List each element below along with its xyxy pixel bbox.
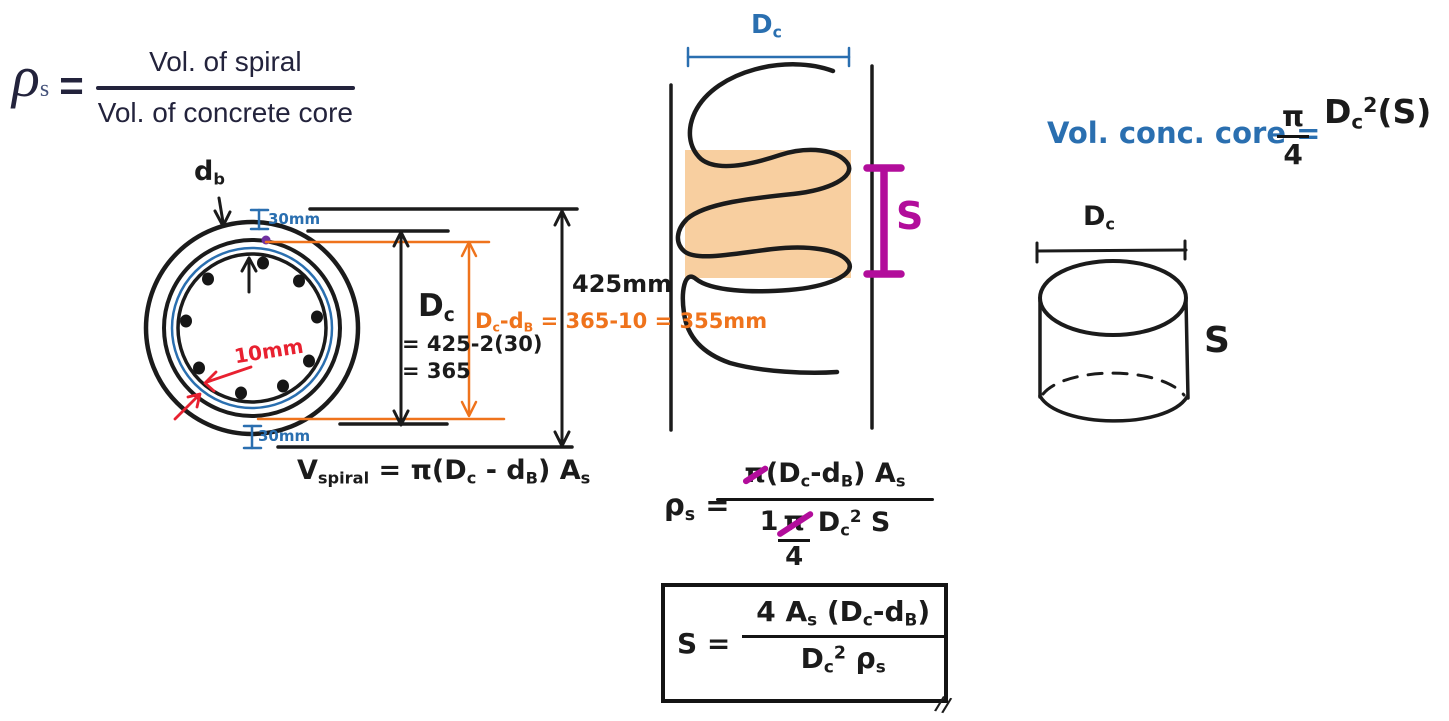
height-dimension-arrow <box>553 209 571 448</box>
printed-rho-formula: ρs = Vol. of spiral Vol. of concrete cor… <box>12 40 355 129</box>
wire-dia-arrows <box>173 365 253 421</box>
cover-bracket-top <box>249 208 270 231</box>
cylinder-bottom-front <box>1038 394 1189 423</box>
rho-eq-fraction: π(Dc-dB) As 1 π 4 Dc2 S <box>716 458 934 572</box>
den-rest: Dc2 S <box>817 506 891 540</box>
db-arrow <box>213 196 232 228</box>
den-pi: π <box>778 506 810 543</box>
dc-minus-db-dimension-arrow <box>460 240 478 418</box>
column-cross-section-drawing <box>143 196 579 450</box>
den-four: 4 <box>785 542 804 573</box>
pitch-bracket-magenta <box>863 164 905 278</box>
rebar-dots <box>180 256 323 400</box>
dc-calc-block: Dc = 425-2(30) = 365 <box>402 288 543 383</box>
fraction-bar <box>95 86 355 90</box>
cylinder-top-ellipse <box>1038 259 1188 337</box>
core-volume-rest: Dc2(S) <box>1324 92 1432 134</box>
spacing-fraction: 4 As (Dc-dB) Dc2 ρs <box>742 595 944 677</box>
vol-of-concrete-core: Vol. of concrete core <box>97 96 353 128</box>
rho-eq-lhs: ρs = <box>664 488 730 525</box>
equals-sign: = <box>59 62 84 109</box>
dc-calc-line1: = 425-2(30) <box>402 332 543 357</box>
dc-dimension-arrow <box>392 230 410 427</box>
spiral-curve <box>675 62 853 375</box>
db-label: db <box>194 156 225 189</box>
core-outer-circle <box>162 238 342 418</box>
core-volume-label: Vol. conc. core = <box>1047 116 1321 150</box>
spiral-ring-blue <box>170 246 334 410</box>
pitch-s-label: S <box>896 194 924 238</box>
rho-symbol: ρs <box>12 44 50 109</box>
spiral-inner-circle <box>176 252 328 404</box>
cylinder-s-label: S <box>1204 320 1230 361</box>
pitch-highlight <box>685 150 851 278</box>
vspiral-equation: Vspiral = π(Dc - dB) As <box>297 455 591 488</box>
spiral-elevation-drawing <box>669 46 905 432</box>
spacing-denominator: Dc2 ρs <box>800 642 886 677</box>
vol-of-spiral: Vol. of spiral <box>149 46 302 77</box>
cover-top-label: 30mm <box>268 210 321 228</box>
four: 4 <box>1283 138 1303 171</box>
cover-bracket-bottom <box>242 424 263 450</box>
printed-fraction: Vol. of spiral Vol. of concrete core <box>95 40 355 129</box>
radius-arrow <box>240 256 258 294</box>
spacing-formula-box: S = 4 As (Dc-dB) Dc2 ρs <box>661 583 948 703</box>
pi-over-four: π 4 <box>1277 100 1310 171</box>
rho-eq-numerator: π(Dc-dB) As <box>744 458 906 491</box>
cylinder-side-right <box>1184 298 1190 400</box>
dc-dimension-blue <box>686 46 851 68</box>
spacing-lhs: S = <box>677 626 731 660</box>
cylinder-dc-label: Dc <box>1083 201 1116 234</box>
rho-eq-denominator: 1 π 4 Dc2 S <box>716 506 934 572</box>
dc-calc-line2: = 365 <box>402 359 471 384</box>
spacing-bar <box>742 634 944 639</box>
pi-symbol: π <box>1277 100 1310 138</box>
core-minus-wire-label: Dc-dB = 365-10 = 355mm <box>475 309 768 335</box>
height-label: 425mm <box>572 270 673 298</box>
cover-bottom-label: 30mm <box>258 427 311 445</box>
spiral-dc-label: Dc <box>751 10 782 42</box>
den-pi-over-four: π 4 <box>778 506 810 573</box>
cylinder-dc-dimension <box>1035 239 1188 264</box>
cylinder-bottom-back-dashed <box>1041 371 1186 397</box>
den-one: 1 <box>759 506 779 538</box>
spacing-numerator: 4 As (Dc-dB) <box>756 595 931 630</box>
core-cylinder-drawing <box>1035 239 1190 423</box>
dc-label: Dc <box>418 288 455 327</box>
rho-eq-bar <box>716 497 934 502</box>
